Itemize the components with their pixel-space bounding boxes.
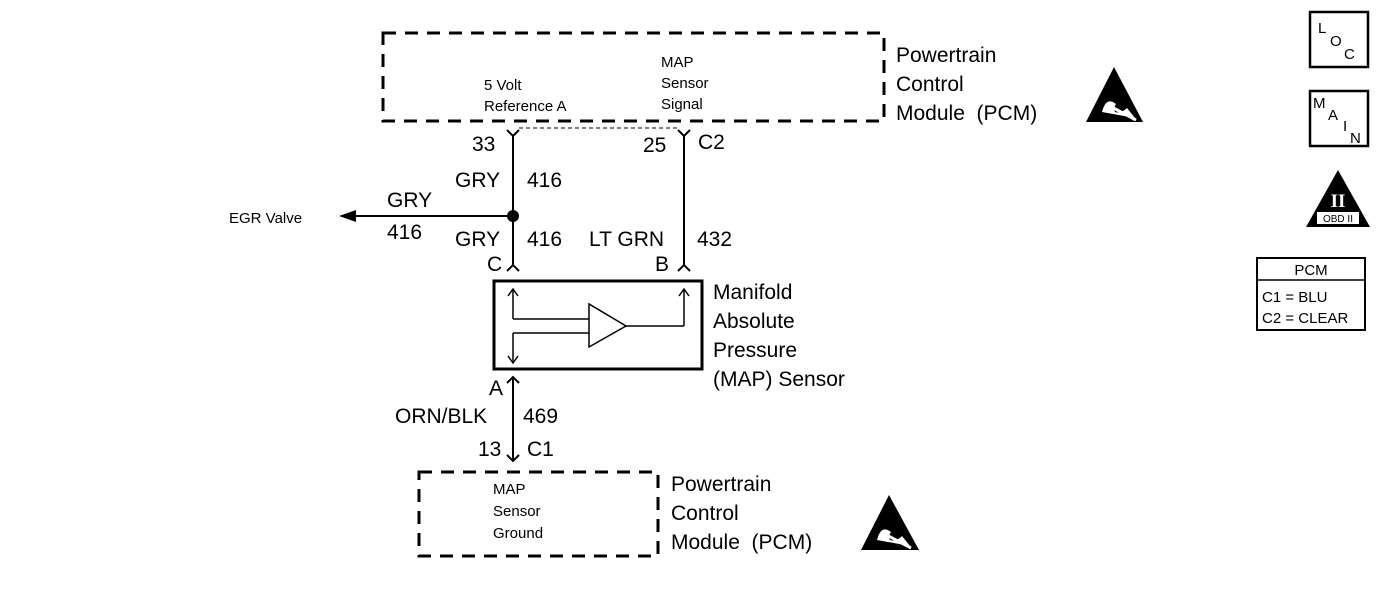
- main-letter-m: M: [1313, 95, 1326, 112]
- pcm-top-title-1: Powertrain: [896, 44, 996, 67]
- loc-icon: L O C: [1308, 10, 1370, 69]
- wiring: 33 25 C2 GRY 416 EGR Valve GRY 416 GRY 4…: [229, 127, 732, 463]
- term-c-label: C: [487, 253, 502, 276]
- wire-color-gry-b: GRY: [455, 228, 500, 251]
- pcm-bottom-module: MAP Sensor Ground Powertrain Control Mod…: [417, 470, 812, 558]
- conn-c2-label: C2: [698, 131, 725, 154]
- pcm-bottom-title-2: Control: [671, 502, 739, 525]
- wire-num-469: 469: [523, 405, 558, 428]
- pcm-top-title-2: Control: [896, 73, 964, 96]
- main-letter-i: I: [1343, 118, 1347, 135]
- sensor-name-2: Absolute: [713, 310, 795, 333]
- pcm-top-signal-label-1: MAP: [661, 54, 694, 71]
- up-arrow-icon: [507, 287, 519, 297]
- pin-13-label: 13: [478, 438, 501, 461]
- main-icon: M A I N: [1308, 89, 1370, 148]
- wire-color-lt-grn: LT GRN: [589, 228, 664, 251]
- pcm-bottom-title-1: Powertrain: [671, 473, 771, 496]
- sensor-name-4: (MAP) Sensor: [713, 368, 845, 391]
- legend-row-c1: C1 = BLU: [1262, 289, 1327, 306]
- map-sensor-box: [492, 279, 704, 371]
- main-letter-a: A: [1328, 107, 1338, 124]
- obd-ii-icon: II OBD II: [1306, 170, 1370, 227]
- wire-num-416-branch: 416: [387, 221, 422, 244]
- loc-letter-l: L: [1318, 20, 1326, 37]
- amplifier-icon: [588, 302, 628, 349]
- pcm-top-module: 5 Volt Reference A MAP Sensor Signal Pow…: [381, 31, 1037, 125]
- connector-legend-table: PCM C1 = BLU C2 = CLEAR: [1256, 257, 1366, 331]
- sensor-name-1: Manifold: [713, 281, 792, 304]
- esd-warning-icon: [861, 495, 919, 550]
- pcm-bottom-ground-3: Ground: [493, 525, 543, 542]
- main-letter-n: N: [1350, 130, 1361, 147]
- egr-arrow-icon: [339, 210, 356, 222]
- obd-text: OBD II: [1323, 214, 1353, 225]
- pcm-top-signal-label-3: Signal: [661, 96, 703, 113]
- wire-color-orn-blk: ORN/BLK: [395, 405, 487, 428]
- map-sensor: Manifold Absolute Pressure (MAP) Sensor: [492, 279, 845, 391]
- output-arrow-icon: [678, 287, 690, 297]
- pcm-top-dashed-box: [381, 31, 886, 123]
- connector-term-c: [506, 263, 520, 272]
- term-a-label: A: [489, 377, 503, 400]
- wire-color-gry-a: GRY: [455, 169, 500, 192]
- pcm-top-5v-label-2: Reference A: [484, 98, 567, 115]
- sensor-name-3: Pressure: [713, 339, 797, 362]
- legend-title: PCM: [1294, 262, 1327, 279]
- egr-valve-label: EGR Valve: [229, 210, 302, 227]
- conn-c1-label: C1: [527, 438, 554, 461]
- connector-pin-13: [506, 454, 520, 463]
- pcm-top-signal-label-2: Sensor: [661, 75, 709, 92]
- loc-letter-c: C: [1344, 46, 1355, 63]
- connector-term-b: [677, 263, 691, 272]
- wire-color-gry-branch: GRY: [387, 189, 432, 212]
- pin-25-label: 25: [643, 134, 666, 157]
- wire-num-416-b: 416: [527, 228, 562, 251]
- pin-33-label: 33: [472, 133, 495, 156]
- pcm-bottom-ground-1: MAP: [493, 481, 526, 498]
- connector-pin-25: [677, 129, 691, 138]
- obd-roman-numeral: II: [1331, 191, 1346, 212]
- down-arrow-icon: [507, 355, 519, 365]
- wire-num-432: 432: [697, 228, 732, 251]
- pcm-bottom-title-3: Module (PCM): [671, 531, 812, 554]
- legend-row-c2: C2 = CLEAR: [1262, 310, 1348, 327]
- term-b-label: B: [655, 253, 669, 276]
- connector-pin-33: [506, 129, 520, 138]
- wire-num-416-a: 416: [527, 169, 562, 192]
- esd-warning-icon: [1086, 67, 1143, 122]
- pcm-top-5v-label-1: 5 Volt: [484, 77, 522, 94]
- loc-letter-o: O: [1330, 33, 1342, 50]
- pcm-bottom-ground-2: Sensor: [493, 503, 541, 520]
- pcm-top-title-3: Module (PCM): [896, 102, 1037, 125]
- pcm-bottom-dashed-box: [417, 470, 660, 558]
